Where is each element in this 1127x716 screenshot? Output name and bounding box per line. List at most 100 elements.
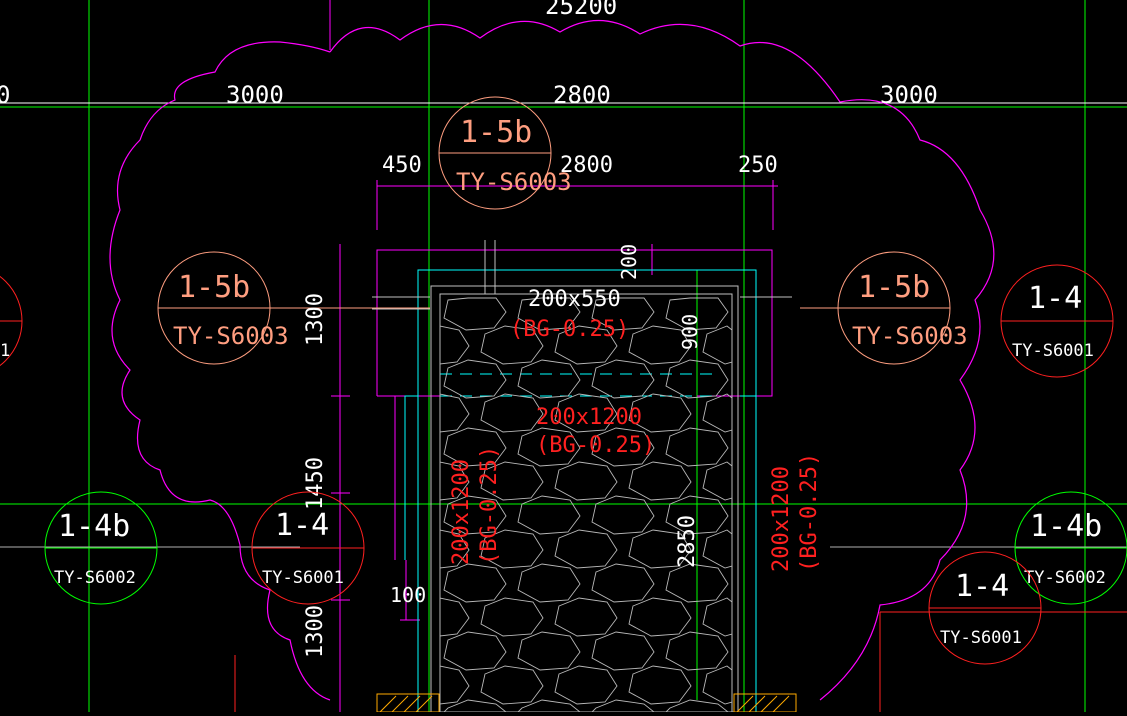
hatch-stone (439, 461, 470, 501)
callout-1-5b-left[interactable]: 1-5b TY-S6003 (157, 251, 289, 365)
callout-sheet: 1 (0, 341, 10, 361)
callout-1-4-left[interactable]: 1-4 TY-S6001 (251, 491, 365, 605)
hatch-stone (439, 529, 470, 569)
hatch-stone (665, 495, 729, 535)
hatch-stone (480, 461, 544, 501)
dimension-texts: 25200 0 3000 2800 3000 450 2800 250 100 … (0, 0, 938, 658)
hatch-stone (443, 563, 507, 603)
callout-1-4b-left[interactable]: 1-4b TY-S6002 (44, 491, 158, 605)
hatch-stone (665, 427, 729, 467)
hatch-stone (443, 427, 507, 467)
hatch-stone (439, 325, 470, 365)
hatch-stone (591, 427, 655, 467)
hatch-stone (439, 393, 470, 433)
dim-shaft: 2850 (675, 515, 700, 568)
callout-1-4-right-bottom[interactable]: 1-4 TY-S6001 (928, 551, 1042, 665)
callout-sheet: TY-S6003 (456, 168, 572, 196)
dim-bay-right: 3000 (880, 81, 938, 109)
callout-1-5b-top[interactable]: 1-5b TY-S6003 (438, 96, 572, 210)
callout-sheet: TY-S6001 (940, 628, 1022, 648)
hatch-stone (591, 495, 655, 535)
hatch-stone (628, 529, 692, 569)
hatch-stone (439, 597, 470, 637)
callout-1-5b-right[interactable]: 1-5b TY-S6003 (837, 251, 968, 365)
hatch-stone (591, 563, 655, 603)
callout-sheet: TY-S6003 (173, 322, 289, 350)
callout-ref: 1-4 (955, 569, 1009, 604)
beam-mid-elev: (BG-0.25) (536, 433, 655, 458)
callout-sheet: TY-S6002 (1024, 568, 1106, 588)
column-stubs (234, 611, 1127, 713)
hatch-stone (664, 699, 730, 713)
hatch-stone (628, 665, 692, 705)
dimension-ticks (0, 0, 1127, 548)
hatch-stone (517, 427, 581, 467)
hatch-stone (665, 297, 729, 331)
hatch-stone (591, 631, 655, 671)
hatch-stone (702, 325, 733, 365)
beam-labels: 200x550 (BG-0.25) 200x1200 (BG-0.25) 200… (449, 287, 822, 572)
hatch-stone (590, 699, 656, 713)
hatch-stone (665, 631, 729, 671)
dim-left-upper: 1300 (303, 293, 328, 346)
callout-ref: 1-4 (1028, 281, 1082, 316)
hatch-stone (702, 597, 733, 637)
hatch-stone (480, 529, 544, 569)
hatch-stone (480, 597, 544, 637)
callout-sheet: TY-S6001 (262, 568, 344, 588)
callout-sheet: TY-S6003 (852, 322, 968, 350)
hatch-stone (554, 597, 618, 637)
hatch-stone (443, 631, 507, 671)
callout-1-4b-right[interactable]: 1-4b TY-S6002 (1014, 491, 1127, 605)
revision-cloud (109, 19, 995, 701)
hatch-stone (628, 461, 692, 501)
hatch-stone (702, 665, 733, 705)
hatch-stone (554, 665, 618, 705)
hatch-stone (443, 359, 507, 399)
hatch-stone (480, 325, 544, 365)
callout-ref: 1-5b (858, 270, 930, 305)
hatch-stone (702, 529, 733, 569)
beam-right-size: 200x1200 (769, 466, 794, 572)
callout-ref: 1-4 (275, 508, 329, 543)
dim-overall: 25200 (545, 0, 617, 20)
beam-left-size: 200x1200 (449, 459, 474, 565)
callout-partial-left[interactable]: 1 (0, 265, 23, 377)
hatch-stone (702, 461, 733, 501)
callout-ref: 1-4b (58, 509, 130, 544)
hatch-stone (591, 359, 655, 399)
hatch-stone (665, 359, 729, 399)
dim-bay-mid: 2800 (553, 81, 611, 109)
dim-left-partial: 0 (0, 81, 10, 109)
hatch-stone (517, 563, 581, 603)
hatch-stone (517, 495, 581, 535)
callout-ref: 1-4b (1030, 509, 1102, 544)
beam-left-elev: (BG-0.25) (477, 446, 502, 565)
hatch-stone (517, 631, 581, 671)
hatch-stone (439, 665, 470, 705)
beam-top-elev: (BG-0.25) (510, 317, 629, 342)
hatch-stone (628, 393, 692, 433)
hatch-stone (554, 529, 618, 569)
hatch-stone (480, 393, 544, 433)
dim-top-offset: 200 (617, 244, 641, 280)
dim-left-mid: 1450 (303, 457, 328, 510)
hatch-stone (554, 325, 618, 365)
hatch-stone (591, 297, 655, 331)
hatch-stone (480, 665, 544, 705)
callout-1-4-right-top[interactable]: 1-4 TY-S6001 (1000, 264, 1114, 378)
wall-outline (404, 269, 757, 712)
dim-inner-left: 450 (382, 153, 422, 178)
dim-slab-opening: 900 (678, 314, 702, 350)
hatch-stone (443, 495, 507, 535)
hatch-stone (702, 393, 733, 433)
hatch-stone (628, 597, 692, 637)
hatch-stone (442, 699, 508, 713)
stone-hatch (439, 297, 733, 713)
dim-small: 100 (390, 583, 426, 607)
beam-right-elev: (BG-0.25) (797, 453, 822, 572)
hatch-stone (628, 325, 692, 365)
hatch-stone (665, 563, 729, 603)
